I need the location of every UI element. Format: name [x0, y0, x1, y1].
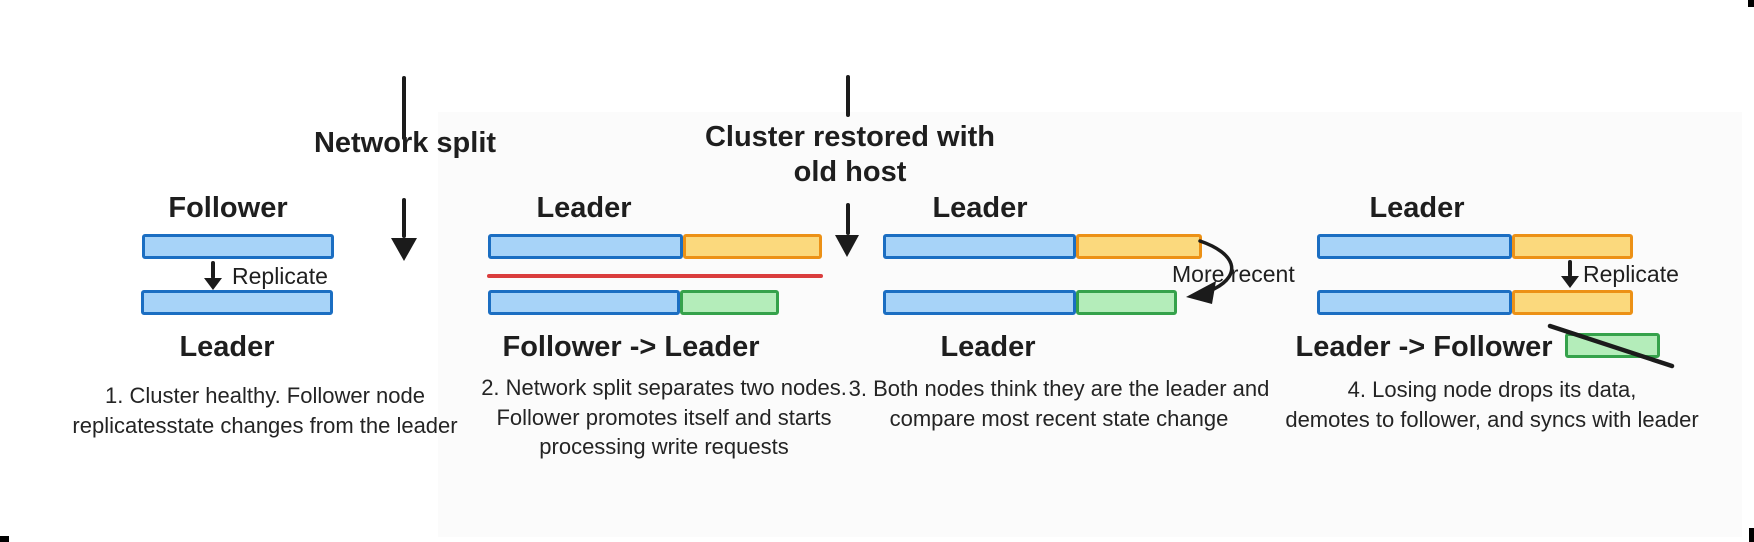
panel1-replicate-arrow-head-icon [204, 278, 222, 290]
panel1-caption: 1. Cluster healthy. Follower node replic… [72, 381, 457, 440]
panel2-top-label: Leader [536, 192, 632, 224]
panel2-caption-line1: 2. Network split separates two nodes. [481, 375, 847, 400]
panel3-caption-line2: compare most recent state change [889, 405, 1229, 431]
panel4-top-bar-blue-segment [1317, 234, 1512, 259]
panel4-bottom-bar-orange-segment [1512, 290, 1633, 315]
panel3-bottom-bar-green-segment [1076, 290, 1177, 315]
panel3-caption: 3. Both nodes think they are the leader … [849, 374, 1270, 433]
panel1-caption-line1: 1. Cluster healthy. Follower node [105, 383, 425, 408]
network-split-arrow-shaft [402, 198, 406, 238]
panel4-caption-line1: 4. Losing node drops its data, [1347, 377, 1637, 402]
panel2-bottom-bar-green-segment [680, 290, 779, 315]
corner-mark-bottom-right [1749, 528, 1754, 542]
panel4-caption: 4. Losing node drops its data, demotes t… [1285, 375, 1698, 434]
panel4-dropped-data-bar [1565, 333, 1660, 358]
panel2-top-bar-blue-segment [488, 234, 683, 259]
panel3-caption-line1: 3. Both nodes think they are the leader … [848, 376, 1270, 401]
panel4-top-bar-orange-segment [1512, 234, 1633, 259]
panel4-replicate-arrow-head-icon [1561, 276, 1579, 288]
panel1-replicate-label: Replicate [232, 263, 328, 289]
cluster-restored-label-line2: old host [793, 156, 907, 188]
panel1-replicate-arrow-shaft [211, 261, 215, 279]
canvas-background-tint [438, 112, 1742, 537]
network-split-top-line [402, 76, 406, 140]
panel1-top-bar [142, 234, 334, 259]
panel1-bottom-bar [141, 290, 333, 315]
panel1-bottom-label: Leader [179, 331, 275, 363]
cluster-restored-top-line [846, 75, 850, 117]
panel2-caption-line3: processing write requests [539, 434, 789, 459]
corner-mark-bottom-left [0, 536, 9, 542]
panel2-bottom-label: Follower -> Leader [502, 331, 760, 363]
cluster-restored-arrow-shaft [846, 203, 850, 235]
panel3-bottom-bar-blue-segment [883, 290, 1076, 315]
panel4-bottom-bar-blue-segment [1317, 290, 1512, 315]
network-split-arrow-head-icon [391, 238, 417, 261]
panel3-top-bar-blue-segment [883, 234, 1076, 259]
panel3-top-label: Leader [932, 192, 1028, 224]
network-split-label: Network split [313, 127, 497, 159]
panel3-more-recent-label: More recent [1172, 261, 1295, 287]
panel4-caption-line2: demotes to follower, and syncs with lead… [1285, 406, 1699, 432]
panel2-caption-line2: Follower promotes itself and starts [496, 404, 832, 430]
panel2-caption: 2. Network split separates two nodes. Fo… [481, 373, 847, 462]
panel2-bottom-bar-blue-segment [488, 290, 680, 315]
panel1-caption-line2: replicatesstate changes from the leader [72, 412, 458, 438]
panel4-bottom-label: Leader -> Follower [1295, 331, 1553, 363]
panel2-split-red-line [487, 274, 823, 278]
panel1-top-label: Follower [168, 192, 288, 224]
panel4-replicate-label: Replicate [1583, 261, 1679, 287]
panel4-replicate-arrow-shaft [1568, 260, 1572, 277]
cluster-restored-arrow-head-icon [835, 235, 859, 257]
panel2-top-bar-orange-segment [683, 234, 822, 259]
corner-mark-top-right [1748, 0, 1754, 7]
panel4-top-label: Leader [1369, 192, 1465, 224]
panel3-bottom-label: Leader [940, 331, 1036, 363]
panel3-top-bar-orange-segment [1076, 234, 1202, 259]
cluster-restored-label-line1: Cluster restored with [704, 121, 996, 153]
